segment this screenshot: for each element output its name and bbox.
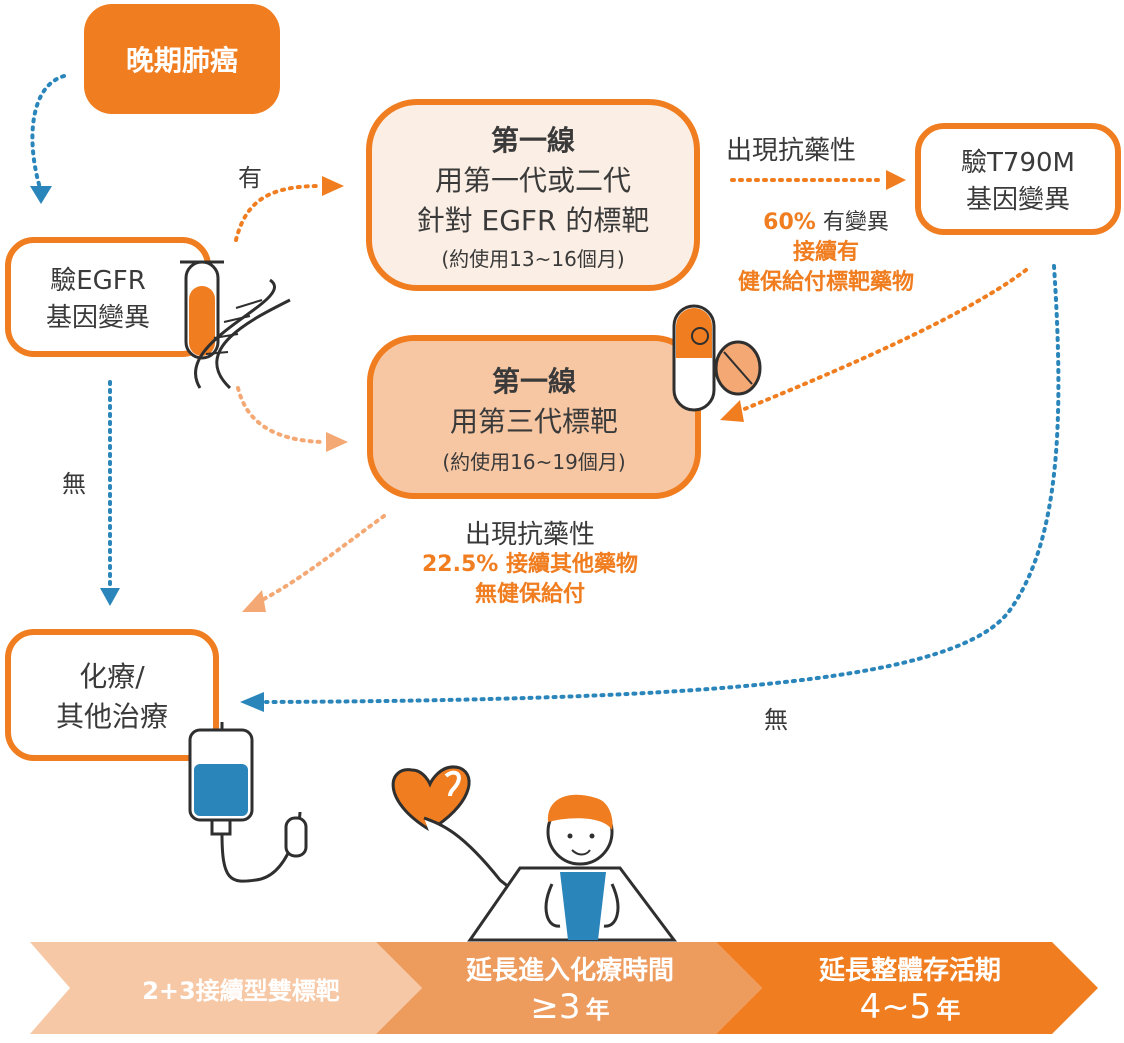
heart-icon [391, 765, 471, 832]
t790m-line1: 驗T790M [961, 148, 1075, 178]
start-box-shape [84, 4, 280, 114]
connector-egfr-to-first-line-a [234, 184, 322, 242]
chemo-box: 化療/ 其他治療 [8, 632, 216, 758]
arrowhead-t790m-first-b [720, 400, 744, 422]
arrowhead-first-b-chemo [242, 590, 266, 612]
footer-step1: 2+3接續型雙標靶 [96, 942, 386, 1034]
resistance-a-label: 出現抗藥性 [726, 136, 857, 166]
first-line-b-duration: (約使用16~19個月) [442, 449, 626, 474]
connector-start-to-egfr [30, 74, 66, 190]
t790m-result: 60% 有變異 接續有 健保給付標靶藥物 [706, 208, 946, 298]
resistance-b-line3: 無健保給付 [474, 582, 585, 607]
resistance-b-label: 出現抗藥性 [464, 520, 595, 550]
footer-step2-unit: 年 [585, 995, 610, 1024]
doctor-illustration [391, 765, 677, 942]
t790m-result-text: 有變異 [822, 210, 889, 235]
egfr-test-box: 驗EGFR 基因變異 [8, 240, 188, 354]
start-box: 晚期肺癌 [84, 4, 280, 114]
chemo-line1: 化療/ [79, 660, 145, 693]
egfr-test-line1: 驗EGFR [50, 266, 146, 296]
t790m-no-label: 無 [764, 706, 788, 734]
first-line-a-shape [366, 99, 700, 291]
arrowhead-first-a-t790m [886, 170, 906, 190]
footer-step2-value: ≥3 [530, 986, 581, 1027]
chemo-box-shape [5, 629, 219, 761]
arrowhead-egfr-first-a [322, 176, 344, 196]
egfr-test-line2: 基因變異 [45, 303, 150, 333]
first-line-b-title: 第一線 [491, 364, 576, 398]
arrowhead-egfr-first-b [326, 432, 348, 452]
footer-step3: 延長整體存活期 4~5 年 [760, 942, 1060, 1034]
t790m-result-line3: 健保給付標靶藥物 [737, 270, 914, 295]
footer-arrow-band [30, 942, 1098, 1034]
footer-step3-shape [716, 942, 1098, 1034]
first-line-a-line2: 用第一代或二代 [434, 163, 631, 197]
chemo-line2: 其他治療 [55, 700, 168, 733]
arrowhead-t790m-chemo [240, 692, 264, 712]
connector-t790m-to-chemo [264, 264, 1061, 704]
t790m-test-box: 驗T790M 基因變異 [918, 126, 1118, 232]
resistance-b-line2: 22.5% 接續其他藥物 [422, 552, 638, 577]
arrowhead-start-egfr [30, 186, 52, 204]
footer-step2: 延長進入化療時間 ≥3 年 [420, 942, 720, 1034]
first-line-b-line2: 用第三代標靶 [449, 404, 618, 438]
start-label: 晚期肺癌 [125, 44, 238, 77]
arrowhead-egfr-chemo [100, 588, 120, 606]
footer-step2-title: 延長進入化療時間 [465, 955, 674, 986]
pill-capsule-illustration [672, 304, 762, 412]
footer-step3-unit: 年 [936, 995, 961, 1024]
connector-t790m-to-first-b [740, 268, 1028, 412]
t790m-result-line2: 接續有 [792, 240, 859, 265]
first-line-a-title: 第一線 [490, 123, 575, 157]
first-line-a-box: 第一線 用第一代或二代 針對 EGFR 的標靶 (約使用13~16個月) [369, 102, 697, 288]
branch-yes-label: 有 [238, 164, 262, 192]
first-line-a-duration: (約使用13~16個月) [441, 246, 625, 271]
iv-bag-illustration [188, 722, 308, 883]
connector-first-b-to-chemo [260, 514, 386, 602]
test-tube-dna-illustration [180, 260, 291, 390]
footer-step1-shape [30, 942, 422, 1034]
footer-step3-title: 延長整體存活期 [818, 955, 1001, 986]
footer-step2-shape [376, 942, 762, 1034]
t790m-box-shape [915, 123, 1121, 235]
footer-step3-value: 4~5 [859, 986, 932, 1027]
t790m-result-pct: 60% [763, 210, 816, 235]
footer-step1-label: 2+3接續型雙標靶 [142, 976, 340, 1005]
connector-egfr-to-first-line-b [236, 386, 324, 444]
first-line-a-line3: 針對 EGFR 的標靶 [416, 203, 650, 237]
first-line-b-shape [367, 335, 701, 499]
t790m-line2: 基因變異 [965, 185, 1070, 215]
first-line-b-box: 第一線 用第三代標靶 (約使用16~19個月) [370, 338, 698, 496]
resistance-b: 出現抗藥性 22.5% 接續其他藥物 無健保給付 [400, 520, 660, 610]
branch-no-label: 無 [62, 470, 86, 498]
dna-icon [194, 278, 291, 390]
